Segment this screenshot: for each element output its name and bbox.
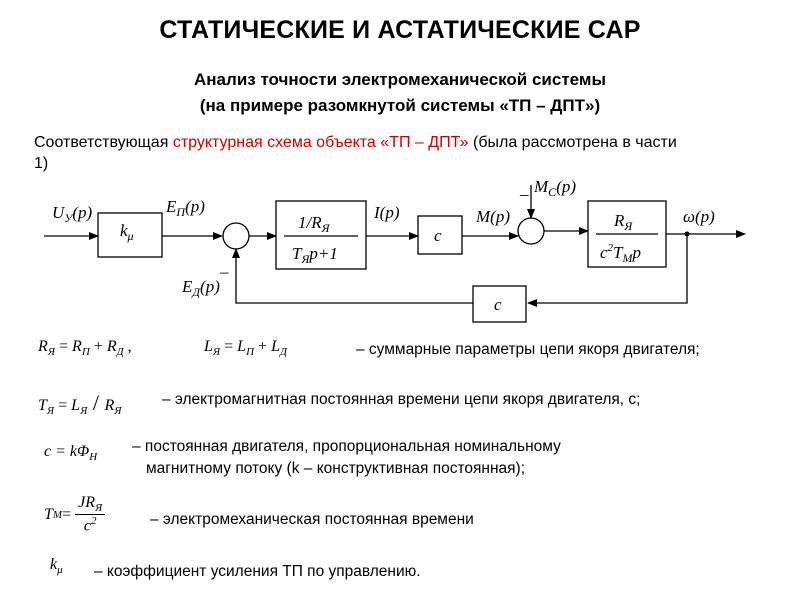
load-torque-label: MС(p) xyxy=(533,177,576,199)
block-c-2 xyxy=(472,285,527,323)
block-c-2-label: c xyxy=(494,295,502,314)
input-label: UУ(p) xyxy=(52,203,93,225)
subtitle-line-1: Анализ точности электромеханической сист… xyxy=(194,70,606,89)
mech-den-label: c2TMp xyxy=(600,242,641,265)
mech-num-label: RЯ xyxy=(613,211,633,233)
fraction-jr-c2: JRЯ c2 xyxy=(75,494,106,536)
feedback-line-1 xyxy=(527,234,688,307)
sum-junction-2 xyxy=(517,217,545,245)
block-k-label: kμ xyxy=(120,221,134,243)
output-label: ω(p) xyxy=(683,207,715,226)
sum-junction-1 xyxy=(222,222,250,250)
intro-part-1: Соответствующая xyxy=(34,134,173,151)
armature-den-label: TЯp+1 xyxy=(292,244,338,266)
formula-3-description-line-1: – постоянная двигателя, пропорциональная… xyxy=(132,438,561,455)
formula-5-description: – коэффициент усиления ТП по управлению. xyxy=(94,563,421,580)
page-title: СТАТИЧЕСКИЕ И АСТАТИЧЕСКИЕ САР xyxy=(159,16,641,44)
formula-3-description-line-2: магнитному потоку (k – конструктивная по… xyxy=(146,460,526,477)
formula-motor-constant: c = kΦН xyxy=(44,443,98,464)
formula-resistance-inductance: RЯ = RП + RД , xyxy=(38,338,132,359)
formula-gain: kμ xyxy=(50,556,63,577)
block-c-1-label: c xyxy=(434,226,442,245)
feedback-minus-sign: – xyxy=(219,262,229,281)
load-minus-sign: _ xyxy=(519,179,529,198)
formula-4-description: – электромеханическая постоянная времени xyxy=(150,511,474,528)
intro-text: Соответствующая структурная схема объект… xyxy=(34,132,694,174)
formula-armature-time-constant: TЯ = LЯ / RЯ xyxy=(38,390,122,418)
e-d-label: EД(p) xyxy=(181,277,220,299)
block-diagram: UУ(p) kμ EП(p) 1/RЯ TЯp+1 I(p) c M(p) _ … xyxy=(44,177,746,323)
branch-point xyxy=(684,231,690,237)
e-p-label: EП(p) xyxy=(165,197,205,219)
formula-inductance: LЯ = LП + LД xyxy=(204,338,287,359)
block-c-1 xyxy=(417,215,463,255)
current-label: I(p) xyxy=(373,203,400,222)
intro-part-2: (была рассмотрена в части 1) xyxy=(34,134,677,172)
armature-num-label: 1/RЯ xyxy=(298,213,331,235)
feedback-line-2 xyxy=(232,248,473,304)
formula-2-description: – электромагнитная постоянная времени це… xyxy=(162,391,641,408)
torque-label: M(p) xyxy=(475,207,510,226)
block-k xyxy=(97,212,163,258)
intro-highlight: структурная схема объекта «ТП – ДПТ» xyxy=(172,134,469,151)
formula-1-description: – суммарные параметры цепи якоря двигате… xyxy=(356,341,700,358)
subtitle-line-2: (на примере разомкнутой системы «ТП – ДП… xyxy=(199,96,601,115)
block-armature xyxy=(275,200,367,270)
